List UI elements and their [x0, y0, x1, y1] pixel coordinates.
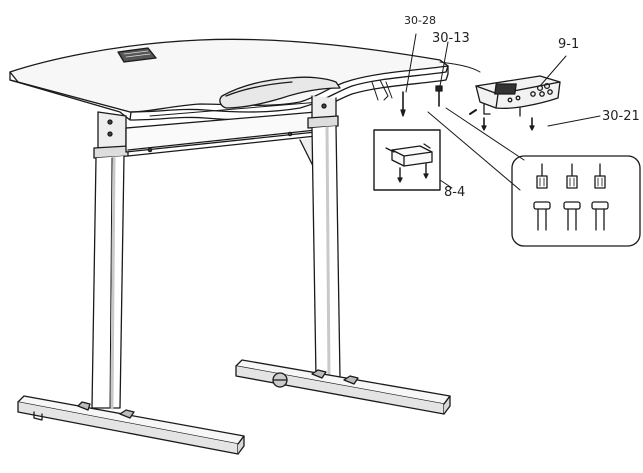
screw-30-28 [400, 91, 406, 117]
detail-leader-1 [427, 111, 521, 191]
crossbar [125, 101, 329, 177]
controller-box-inset [373, 129, 441, 191]
label-30-13: 30-13 [432, 31, 470, 46]
label-30-21: 30-21 [602, 109, 640, 124]
connector-detail-inset [511, 155, 641, 247]
leader-9-1 [539, 55, 567, 87]
desktop [9, 38, 481, 121]
label-8-4: 8-4 [444, 185, 465, 200]
label-9-1: 9-1 [558, 37, 579, 52]
control-panel [469, 75, 561, 117]
detail-leader-2 [445, 107, 525, 161]
left-leg [91, 111, 129, 410]
screw-30-13 [435, 85, 443, 107]
leader-30-13 [439, 41, 449, 87]
screw-30-21 [481, 117, 535, 131]
left-foot [17, 395, 245, 455]
right-leg [307, 95, 341, 380]
front-handle [219, 76, 341, 109]
label-30-28: 30-28 [404, 14, 436, 27]
right-foot [235, 359, 451, 415]
leader-30-21 [547, 115, 601, 127]
leader-8-4 [439, 179, 453, 189]
leader-30-28 [405, 33, 417, 93]
